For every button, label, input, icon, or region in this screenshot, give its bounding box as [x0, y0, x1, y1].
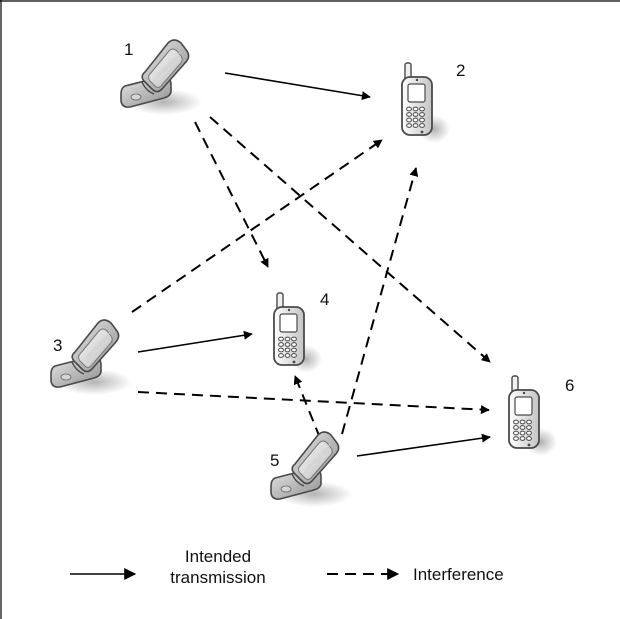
bar-phone-icon: [508, 375, 557, 456]
nodes-layer: 1 2 3 4 5 6: [50, 39, 574, 507]
interference-arrow-5-to-4: [293, 375, 321, 439]
intended-transmission-arrow-3-to-4: [137, 330, 253, 353]
node-label-5: 5: [270, 451, 279, 470]
interference-arrow-1-to-4: [194, 121, 269, 268]
intended-transmission-arrow-1-to-2: [224, 72, 371, 101]
intended-transmission-arrow-5-to-6: [356, 433, 491, 457]
node-4: 4: [273, 290, 329, 373]
node-2: 2: [401, 61, 465, 143]
node-5: 5: [270, 431, 352, 507]
bar-phone-icon: [273, 292, 322, 373]
links-layer: [131, 72, 491, 457]
legend: Intended transmission Interference: [70, 547, 504, 587]
interference-arrow-5-to-2: [341, 167, 419, 435]
interference-arrow-1-to-6: [209, 116, 491, 363]
node-1: 1: [120, 39, 202, 115]
flip-phone-icon: [270, 431, 352, 507]
legend-intended-line2: transmission: [170, 568, 265, 587]
node-label-2: 2: [456, 61, 465, 80]
node-label-6: 6: [565, 376, 574, 395]
interference-arrow-3-to-2: [131, 139, 383, 313]
node-3: 3: [50, 319, 132, 395]
flip-phone-icon: [50, 319, 132, 395]
bar-phone-icon: [401, 62, 450, 143]
legend-interference: Interference: [413, 565, 504, 584]
node-label-4: 4: [320, 290, 329, 309]
node-label-1: 1: [124, 40, 133, 59]
interference-arrow-3-to-6: [137, 391, 490, 415]
node-6: 6: [508, 375, 574, 456]
legend-intended-line1: Intended: [185, 547, 251, 566]
node-label-3: 3: [53, 336, 62, 355]
flip-phone-icon: [120, 39, 202, 115]
